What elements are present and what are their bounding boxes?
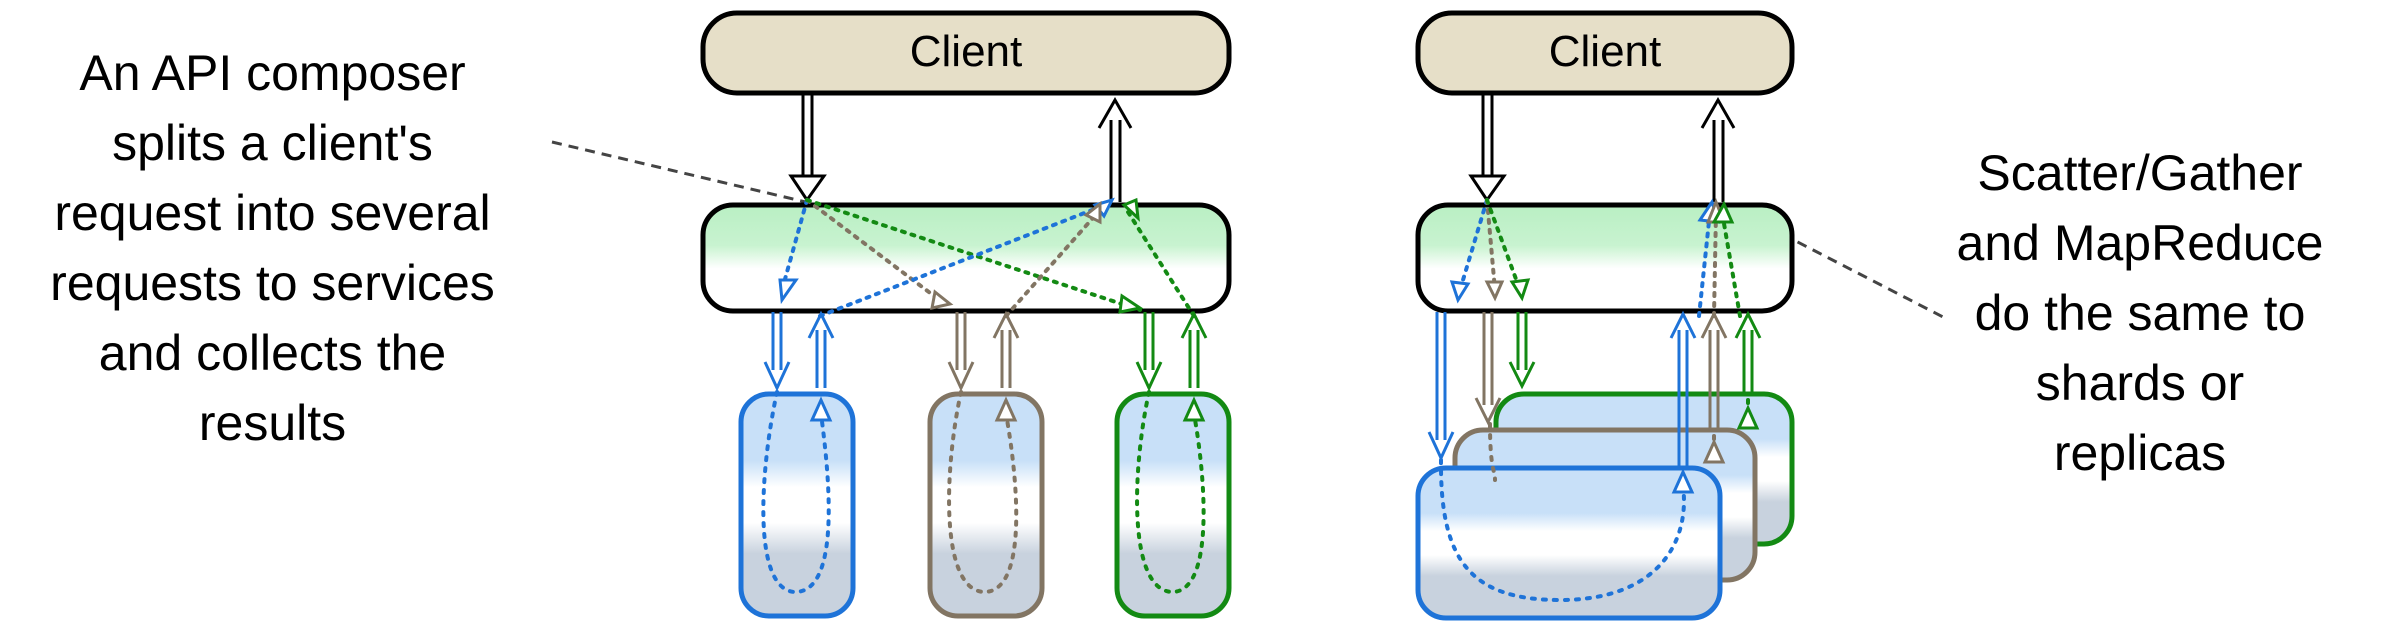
- shard-loop-heads: [1671, 404, 1760, 494]
- left-caption-line: and collects the: [98, 325, 447, 381]
- left-diagram: Client: [700, 10, 1232, 619]
- right-diagram: Client: [1415, 10, 1795, 621]
- right-composer-flow-heads: [1449, 197, 1735, 304]
- green-service-box: [1114, 391, 1232, 619]
- blue-shard-box: [1415, 465, 1723, 621]
- left-caption-line: requests to services: [50, 255, 495, 311]
- left-client-box: [700, 10, 1232, 96]
- left-caption-line: request into several: [54, 185, 491, 241]
- left-composer-box: [700, 202, 1232, 314]
- right-up-arrows: [1669, 310, 1762, 466]
- right-caption-line: replicas: [2053, 425, 2227, 481]
- right-caption-line: Scatter/Gather: [1977, 145, 2303, 201]
- service-loop-heads: [809, 396, 1206, 422]
- left-request-arrow: [788, 95, 827, 203]
- right-response-arrow: [1700, 96, 1736, 202]
- right-request-arrow: [1468, 95, 1507, 203]
- left-composer-flow-heads: [778, 197, 1144, 314]
- left-response-arrow: [1097, 96, 1133, 202]
- right-caption: Scatter/Gather and MapReduce do the same…: [1935, 138, 2345, 488]
- brown-service-arrows: [947, 310, 1020, 392]
- left-leader-line: [551, 140, 811, 205]
- right-composer-flows: [1458, 198, 1742, 318]
- brown-service-box: [927, 391, 1045, 619]
- right-caption-line: do the same to: [1974, 285, 2306, 341]
- right-caption-line: and MapReduce: [1956, 215, 2324, 271]
- blue-service-box: [738, 391, 856, 619]
- right-caption-line: shards or: [2035, 355, 2245, 411]
- right-client-label: Client: [1549, 27, 1662, 76]
- left-caption-line: results: [198, 395, 347, 451]
- left-composer-flows: [780, 198, 1196, 318]
- left-client-label: Client: [910, 27, 1023, 76]
- service-loops: [761, 390, 1206, 595]
- right-down-arrows: [1427, 312, 1536, 462]
- green-service-arrows: [1135, 310, 1208, 392]
- right-client-box: [1415, 10, 1795, 96]
- right-composer-box: [1415, 202, 1795, 314]
- left-caption: An API composer splits a client's reques…: [0, 38, 545, 458]
- left-caption-line: splits a client's: [112, 115, 433, 171]
- blue-service-arrows: [763, 310, 835, 392]
- left-caption-line: An API composer: [79, 45, 466, 101]
